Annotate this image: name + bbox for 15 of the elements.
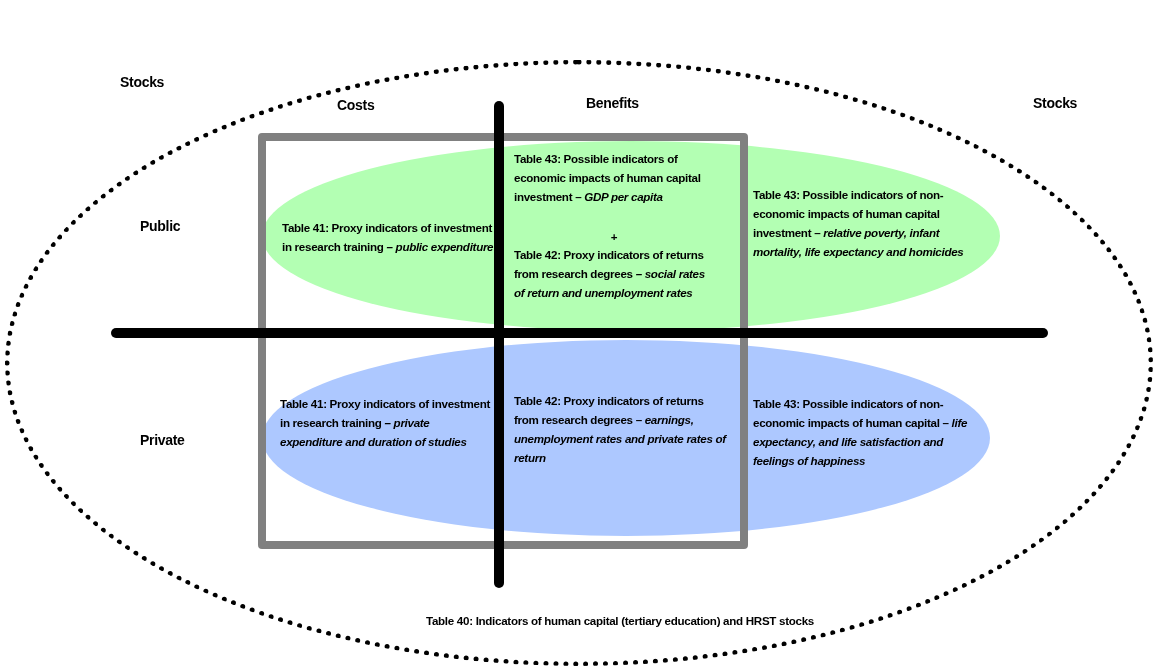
row-label: Public	[140, 217, 181, 236]
column-label: Costs	[337, 96, 375, 115]
table-title: Table 40: Indicators of human capital (tertiary education) and HRST stocks	[425, 613, 815, 629]
stocks-label: Stocks	[120, 73, 165, 92]
plus-sign: +	[609, 229, 619, 245]
indicator-text: Table 41: Proxy indicators of investment in research training – private expenditure and duration of studies	[280, 396, 492, 450]
column-label: Benefits	[586, 94, 639, 113]
indicator-text: Table 43: Possible indicators of economic impacts of human capital investment – GDP per capita	[514, 151, 702, 205]
stocks-label: Stocks	[1033, 94, 1078, 113]
indicator-text: Table 42: Proxy indicators of returns from research degrees – earnings, unemployment rates and private rates of return	[514, 393, 728, 466]
indicator-text: Table 42: Proxy indicators of returns from research degrees – social rates of return and unemployment rates	[514, 247, 706, 301]
indicator-text: Table 43: Possible indicators of non-economic impacts of human capital investment – relative poverty, infant mortality, life expectancy and homicides	[753, 187, 965, 260]
indicator-text: Table 41: Proxy indicators of investment in research training – public expenditure	[282, 220, 494, 255]
row-label: Private	[140, 431, 185, 450]
indicator-text: Table 43: Possible indicators of non-economic impacts of human capital – life expectancy, and life satisfaction and feelings of happiness	[753, 396, 969, 469]
